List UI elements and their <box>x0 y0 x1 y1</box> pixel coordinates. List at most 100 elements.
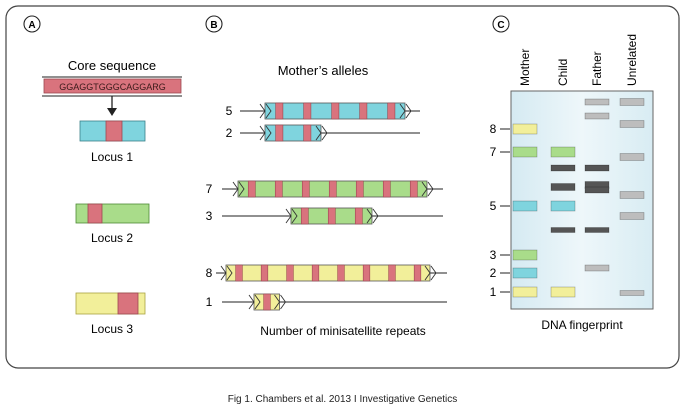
child-band-5 <box>550 200 576 212</box>
panel-a: Core sequence GGAGGTGGGCAGGARG Locus 1 L… <box>42 58 182 336</box>
locus-1-label: Locus 1 <box>91 150 133 164</box>
arrow-down-icon <box>107 108 117 116</box>
locus-3-repeat <box>117 292 139 315</box>
repeat-unit <box>301 180 310 198</box>
allele-8: 8 <box>206 264 447 282</box>
allele-count-label: 3 <box>206 209 213 223</box>
size-label: 3 <box>490 248 497 262</box>
bands-layer <box>512 98 645 298</box>
child-band-1 <box>550 286 576 298</box>
locus-3-label: Locus 3 <box>91 322 133 336</box>
unrelated-band <box>619 191 645 199</box>
break-mark-icon <box>259 103 272 119</box>
child-band-dark <box>550 183 576 191</box>
allele-3: 3 <box>206 207 443 225</box>
panel-b: Mother’s alleles Number of minisatellite… <box>206 63 447 338</box>
repeat-unit <box>260 264 269 282</box>
lane-label-father: Father <box>590 51 604 86</box>
size-label: 2 <box>490 266 497 280</box>
svg-text:B: B <box>210 20 217 31</box>
repeat-unit <box>388 264 396 282</box>
unrelated-band <box>619 290 645 296</box>
alleles-layer: 5 2 7 3 8 1 <box>206 102 447 311</box>
father-band <box>584 186 610 194</box>
father-band <box>584 98 610 106</box>
father-band <box>584 164 610 172</box>
repeat-unit <box>337 264 345 282</box>
mothers-alleles-title: Mother’s alleles <box>278 63 369 78</box>
repeat-unit <box>328 180 337 198</box>
dna-fingerprint-title: DNA fingerprint <box>541 318 623 332</box>
unrelated-band <box>619 120 645 128</box>
break-mark-icon <box>259 125 272 141</box>
break-mark-icon <box>232 181 245 197</box>
core-sequence-text: GGAGGTGGGCAGGARG <box>59 82 166 92</box>
allele-bar <box>225 264 431 282</box>
locus-2-label: Locus 2 <box>91 231 133 245</box>
core-sequence-box <box>43 78 182 94</box>
unrelated-band <box>619 98 645 106</box>
repeat-unit <box>303 124 312 142</box>
repeat-unit <box>359 102 368 120</box>
repeat-unit <box>331 102 340 120</box>
repeat-unit <box>275 124 284 142</box>
break-mark-icon <box>220 265 233 281</box>
allele-count-label: 5 <box>226 104 233 118</box>
panel-label-a: A <box>23 15 41 33</box>
allele-bar <box>264 124 322 142</box>
allele-count-label: 7 <box>206 182 213 196</box>
mother-band-1 <box>512 286 538 298</box>
break-mark-icon <box>424 265 437 281</box>
break-mark-icon <box>315 125 328 141</box>
svg-text:A: A <box>28 20 35 31</box>
father-band <box>584 112 610 120</box>
repeat-unit <box>355 180 364 198</box>
panel-label-c: C <box>492 15 510 33</box>
allele-count-label: 2 <box>226 126 233 140</box>
mother-band-7 <box>512 146 538 158</box>
mother-band-3 <box>512 249 538 261</box>
allele-5: 5 <box>226 102 420 120</box>
repeat-unit <box>275 102 284 120</box>
size-labels: 8 7 5 3 2 1 <box>490 122 510 299</box>
panel-label-b: B <box>205 15 223 33</box>
figure: A B C Core sequence GGAGGTGGGCAGGARG Loc… <box>5 5 680 369</box>
repeat-unit <box>300 207 309 225</box>
repeat-unit <box>409 180 418 198</box>
minisatellite-repeats-footer: Number of minisatellite repeats <box>260 324 425 338</box>
child-band-7 <box>550 146 576 158</box>
repeat-unit <box>263 293 271 311</box>
size-label: 5 <box>490 199 497 213</box>
locus-1-repeat <box>105 120 123 142</box>
break-mark-icon <box>248 294 261 310</box>
allele-7: 7 <box>206 180 443 198</box>
repeat-unit <box>362 264 371 282</box>
size-label: 8 <box>490 122 497 136</box>
break-mark-icon <box>421 181 434 197</box>
repeat-unit <box>286 264 294 282</box>
break-mark-icon <box>399 103 412 119</box>
father-band <box>584 264 610 272</box>
svg-text:C: C <box>497 20 504 31</box>
lane-label-unrelated: Unrelated <box>625 34 639 86</box>
break-mark-icon <box>366 208 379 224</box>
repeat-unit <box>274 180 283 198</box>
repeat-unit <box>413 264 422 282</box>
break-mark-icon <box>285 208 298 224</box>
repeat-unit <box>382 180 391 198</box>
break-mark-icon <box>274 294 287 310</box>
figure-caption: Fig 1. Chambers et al. 2013 I Investigat… <box>227 394 458 405</box>
allele-2: 2 <box>226 124 420 142</box>
size-label: 7 <box>490 145 497 159</box>
child-band-dark <box>550 164 576 172</box>
lane-label-child: Child <box>556 59 570 86</box>
size-label: 1 <box>490 285 497 299</box>
allele-count-label: 1 <box>206 295 213 309</box>
repeat-unit <box>247 180 256 198</box>
allele-count-label: 8 <box>206 266 213 280</box>
father-band <box>584 227 610 233</box>
locus-2-box <box>75 203 150 224</box>
unrelated-band <box>619 212 645 220</box>
